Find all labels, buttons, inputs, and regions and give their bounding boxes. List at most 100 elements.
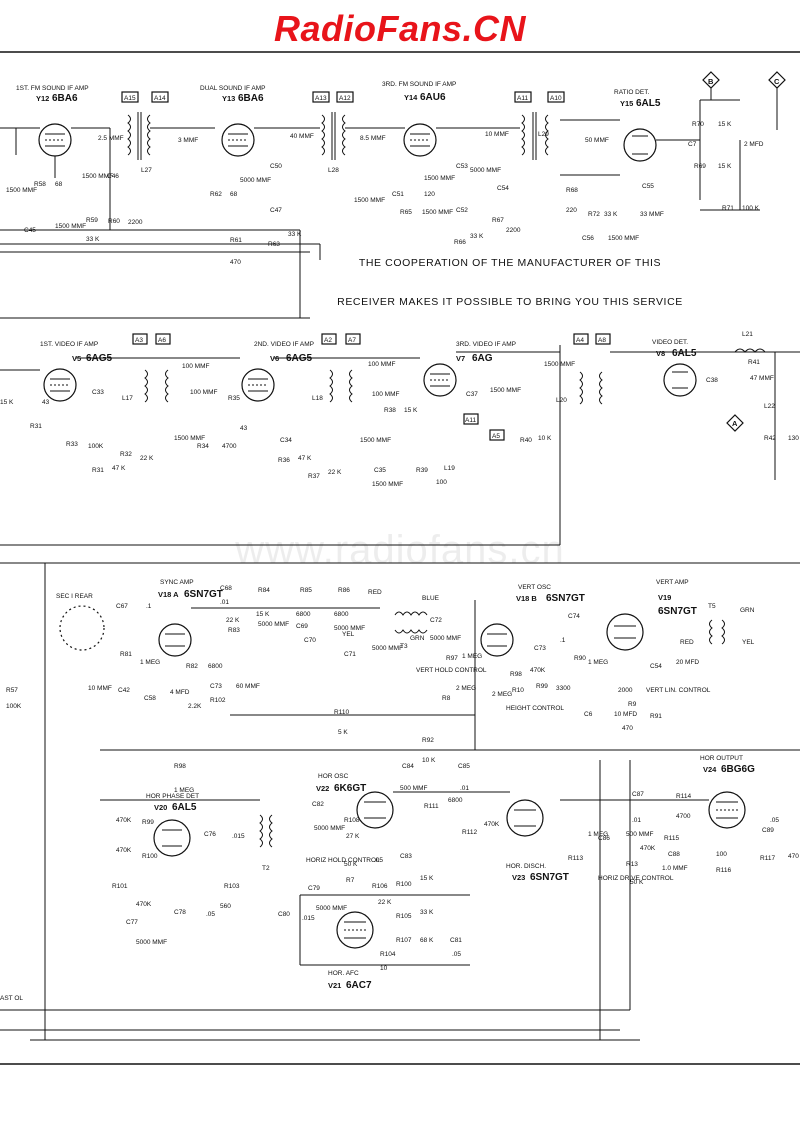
sync-r82-val: 6800 bbox=[208, 663, 223, 670]
svg-text:R112: R112 bbox=[462, 829, 477, 836]
video-r31-val: 43 bbox=[42, 399, 50, 406]
sync-c87-val: .01 bbox=[632, 817, 641, 824]
xfmr-a4: A4 bbox=[576, 337, 584, 344]
svg-text:C58: C58 bbox=[144, 695, 156, 702]
video-cap-1500-b: 1500 MMF bbox=[360, 437, 391, 444]
svg-text:R62: R62 bbox=[210, 191, 222, 198]
sound-r71-val: 100 K bbox=[742, 205, 760, 212]
sync-r8-val: 2 MEG bbox=[456, 685, 476, 692]
svg-text:R86: R86 bbox=[338, 587, 350, 594]
sound-r58-val: 68 bbox=[55, 181, 63, 188]
sync-c86-val: 500 MMF bbox=[626, 831, 653, 838]
control-horiz-hold: HORIZ HOLD CONTROL bbox=[306, 857, 380, 864]
sync-c88-val: 1.0 MMF bbox=[662, 865, 688, 872]
hor-osc-title: HOR OSC bbox=[318, 773, 349, 780]
sync-r83-val: 22 K bbox=[226, 617, 240, 624]
sync-r101-val: 470K bbox=[136, 901, 152, 908]
hor-output-title: HOR OUTPUT bbox=[700, 755, 743, 762]
svg-text:C34: C34 bbox=[280, 437, 292, 444]
lead-red2: RED bbox=[680, 639, 694, 646]
left-bottom-label: AST OL bbox=[0, 995, 23, 1002]
svg-text:C37: C37 bbox=[466, 391, 478, 398]
video-cap-100-b: 100 MMF bbox=[190, 389, 217, 396]
sound-r66-val: 33 K bbox=[470, 233, 484, 240]
stage1-sound-title: 1ST. FM SOUND IF AMP bbox=[16, 85, 89, 92]
svg-text:R59: R59 bbox=[86, 217, 98, 224]
video-r41-val: 47 MMF bbox=[750, 375, 774, 382]
video-r32-val: 22 K bbox=[140, 455, 154, 462]
sync-r99-val: 3300 bbox=[556, 685, 571, 692]
svg-text:L20: L20 bbox=[556, 397, 567, 404]
control-horiz-drive: HORIZ DRIVE CONTROL bbox=[598, 875, 674, 882]
svg-text:C67: C67 bbox=[116, 603, 128, 610]
svg-text:R114: R114 bbox=[676, 793, 691, 800]
svg-text:B: B bbox=[708, 77, 714, 86]
sync-r108-val: 27 K bbox=[346, 833, 360, 840]
sync-c73b-val: .1 bbox=[560, 637, 566, 644]
sync-r116-val: 100 bbox=[716, 851, 727, 858]
svg-text:L18: L18 bbox=[312, 395, 323, 402]
svg-text:R90: R90 bbox=[574, 655, 586, 662]
video-det-tube: 6AL5 bbox=[672, 348, 697, 359]
svg-text:R115: R115 bbox=[664, 835, 679, 842]
svg-text:C80: C80 bbox=[278, 911, 290, 918]
control-height: HEIGHT CONTROL bbox=[506, 705, 564, 712]
connector-b: B bbox=[702, 71, 720, 100]
svg-text:R42: R42 bbox=[764, 435, 776, 442]
svg-text:R102: R102 bbox=[210, 697, 226, 704]
sync-c73-val: 60 MMF bbox=[236, 683, 260, 690]
sound-cap-2p5: 2.5 MMF bbox=[98, 135, 124, 142]
sound-c52-val: 1500 MMF bbox=[422, 209, 453, 216]
svg-text:100K: 100K bbox=[6, 703, 22, 710]
xfmr-a5: A5 bbox=[492, 433, 500, 440]
sound-c53-val: 1500 MMF bbox=[424, 175, 455, 182]
svg-text:L29: L29 bbox=[538, 131, 549, 138]
svg-text:R92: R92 bbox=[422, 737, 434, 744]
sync-r9-val: 2000 bbox=[618, 687, 633, 694]
svg-text:R85: R85 bbox=[300, 587, 312, 594]
stage1-sound-ref: Y12 bbox=[36, 94, 49, 103]
sync-r111-val: 6800 bbox=[448, 797, 463, 804]
svg-text:R82: R82 bbox=[186, 663, 198, 670]
xfmr-a11: A11 bbox=[517, 95, 528, 102]
video-r34-val: 4700 bbox=[222, 443, 237, 450]
xfmr-a13: A13 bbox=[315, 95, 327, 102]
ratio-det-ref: Y15 bbox=[620, 99, 633, 108]
xfmr-a8: A8 bbox=[598, 337, 606, 344]
svg-text:C82: C82 bbox=[312, 801, 324, 808]
control-vert-hold: VERT HOLD CONTROL bbox=[416, 667, 487, 674]
video-det-ref: V8 bbox=[656, 349, 665, 358]
sound-r68-val: 220 bbox=[566, 207, 577, 214]
svg-text:R8: R8 bbox=[442, 695, 451, 702]
sound-c46-val: 1500 MMF bbox=[82, 173, 113, 180]
xfmr-a7: A7 bbox=[348, 337, 356, 344]
video-stage1-title: 1ST. VIDEO IF AMP bbox=[40, 341, 98, 348]
sound-r72-val: 33 K bbox=[604, 211, 618, 218]
lead-t2: T2 bbox=[262, 865, 270, 872]
sync-r86-val: 6800 bbox=[334, 611, 349, 618]
video-c35-val: 1500 MMF bbox=[372, 481, 403, 488]
svg-text:R111: R111 bbox=[424, 803, 439, 810]
sync-r104-val: 10 bbox=[380, 965, 388, 972]
cooperation-notice-line1: THE COOPERATION OF THE MANUFACTURER OF T… bbox=[358, 257, 662, 269]
sync-c72-val: 5000 MMF bbox=[430, 635, 461, 642]
xfmr-a6: A6 bbox=[158, 337, 166, 344]
sound-r61-val: 470 bbox=[230, 259, 241, 266]
svg-text:C78: C78 bbox=[174, 909, 186, 916]
stage1-sound-tube: 6BA6 bbox=[52, 93, 78, 104]
svg-text:C54: C54 bbox=[650, 663, 662, 670]
svg-text:R69: R69 bbox=[694, 163, 706, 170]
sync-c78-val: .05 bbox=[206, 911, 215, 918]
sound-r70-val: 15 K bbox=[718, 121, 732, 128]
svg-text:C68: C68 bbox=[220, 585, 232, 592]
sync-r10-val: 2 MEG bbox=[492, 691, 512, 698]
svg-text:C86: C86 bbox=[598, 835, 610, 842]
svg-text:C87: C87 bbox=[632, 791, 644, 798]
svg-text:R40: R40 bbox=[520, 437, 532, 444]
xfmr-a3: A3 bbox=[135, 337, 143, 344]
sync-r106-val: 22 K bbox=[378, 899, 392, 906]
svg-text:R35: R35 bbox=[228, 395, 240, 402]
control-vert-lin: VERT LIN. CONTROL bbox=[646, 687, 711, 694]
xfmr-a10: A10 bbox=[550, 95, 562, 102]
watermark: www.radiofans.cn bbox=[235, 528, 565, 572]
